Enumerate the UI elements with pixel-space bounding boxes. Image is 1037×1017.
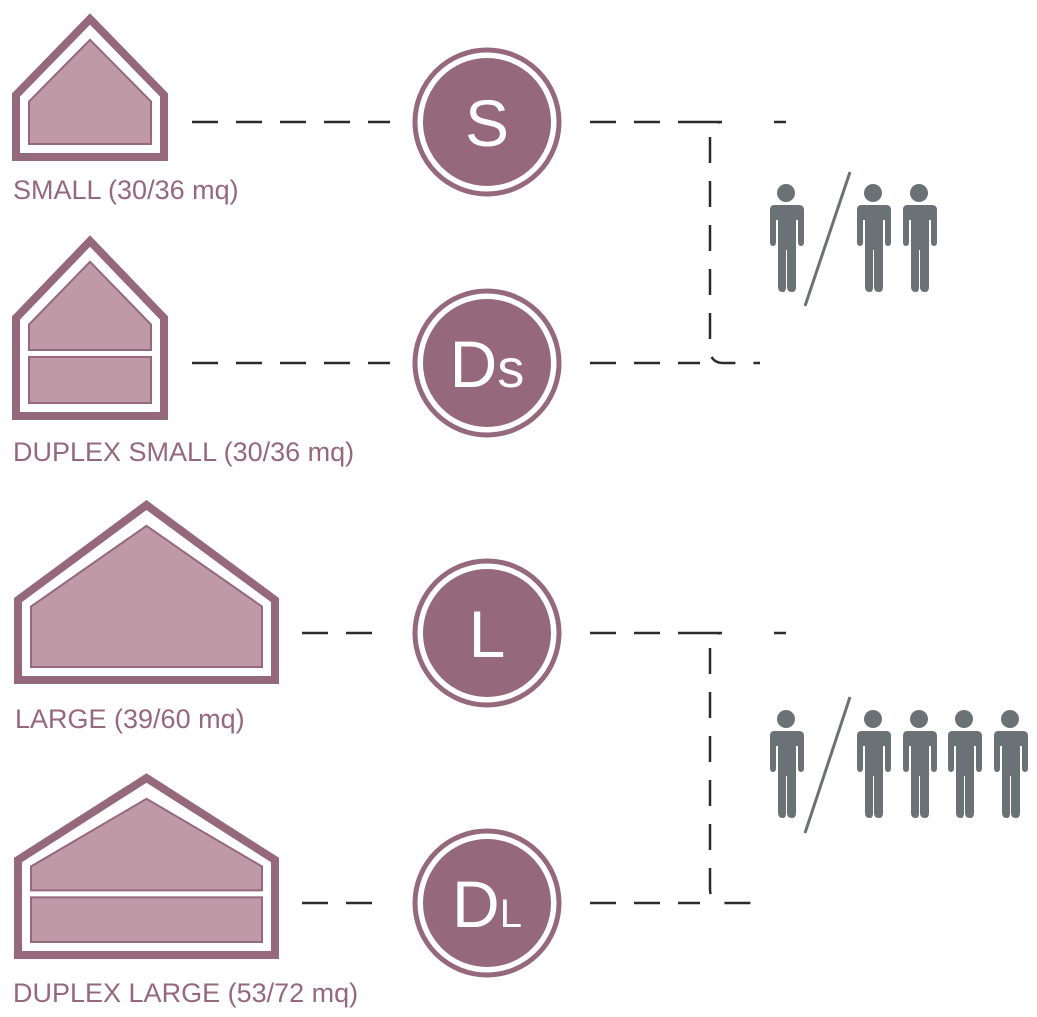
person-icon xyxy=(770,184,804,292)
person-icon xyxy=(857,184,891,292)
house-lower-floor xyxy=(30,896,263,943)
occupancy-max xyxy=(857,710,1028,818)
badge-disc xyxy=(423,58,551,186)
person-body xyxy=(857,205,891,292)
slash-separator xyxy=(803,696,852,834)
badge-code: Ds xyxy=(450,327,525,401)
unit-label-duplex-small: DUPLEX SMALL (30/36 mq) xyxy=(13,437,355,467)
badge-code-main: D xyxy=(450,327,498,401)
occupancy-max xyxy=(857,184,937,292)
unit-badge-dl: DL xyxy=(412,828,562,978)
unit-row-dl: DL xyxy=(14,773,700,978)
unit-label-large: LARGE (39/60 mq) xyxy=(15,704,245,734)
person-head xyxy=(864,710,882,728)
person-head xyxy=(777,184,795,202)
person-icon xyxy=(770,710,804,818)
person-body xyxy=(994,731,1028,818)
person-icon xyxy=(903,710,937,818)
house-upper-floor xyxy=(28,260,152,351)
person-icon xyxy=(857,710,891,818)
badge-code: S xyxy=(465,86,509,160)
badge-code-main: D xyxy=(452,867,500,941)
house-floor-area xyxy=(28,38,152,145)
unit-badge-ds: Ds xyxy=(412,288,562,438)
badge-disc xyxy=(423,299,551,427)
person-body xyxy=(857,731,891,818)
person-head xyxy=(910,184,928,202)
badge-code-main: S xyxy=(465,86,509,160)
person-body xyxy=(903,731,937,818)
unit-label-small: SMALL (30/36 mq) xyxy=(13,175,239,205)
unit-badge-l: L xyxy=(412,558,562,708)
person-body xyxy=(948,731,982,818)
badge-code: DL xyxy=(452,867,522,941)
occupancy-group-2 xyxy=(770,696,1028,834)
house-lower-floor xyxy=(28,355,152,405)
person-head xyxy=(1001,710,1019,728)
occupancy-min xyxy=(770,184,804,292)
person-body xyxy=(903,205,937,292)
unit-row-s: S xyxy=(12,13,700,197)
slash-separator xyxy=(803,171,852,307)
group-bracket xyxy=(700,631,760,905)
group-bracket xyxy=(700,120,760,365)
badge-code: L xyxy=(469,597,506,671)
unit-badge-s: S xyxy=(412,47,562,197)
person-head xyxy=(777,710,795,728)
house-floor-area xyxy=(30,524,263,668)
person-icon xyxy=(948,710,982,818)
person-body xyxy=(770,205,804,292)
badge-disc xyxy=(423,569,551,697)
person-icon xyxy=(994,710,1028,818)
person-head xyxy=(910,710,928,728)
badge-code-sub: s xyxy=(497,339,524,399)
unit-row-l: L xyxy=(14,500,700,708)
unit-row-ds: Ds xyxy=(12,235,700,438)
person-head xyxy=(955,710,973,728)
occupancy-min xyxy=(770,710,804,818)
badge-code-sub: L xyxy=(500,892,522,936)
person-icon xyxy=(903,184,937,292)
person-head xyxy=(864,184,882,202)
occupancy-group-1 xyxy=(770,171,937,307)
badge-disc xyxy=(423,839,551,967)
badge-code-main: L xyxy=(469,597,506,671)
person-body xyxy=(770,731,804,818)
house-upper-floor xyxy=(30,797,263,892)
unit-label-duplex-large: DUPLEX LARGE (53/72 mq) xyxy=(13,978,359,1008)
